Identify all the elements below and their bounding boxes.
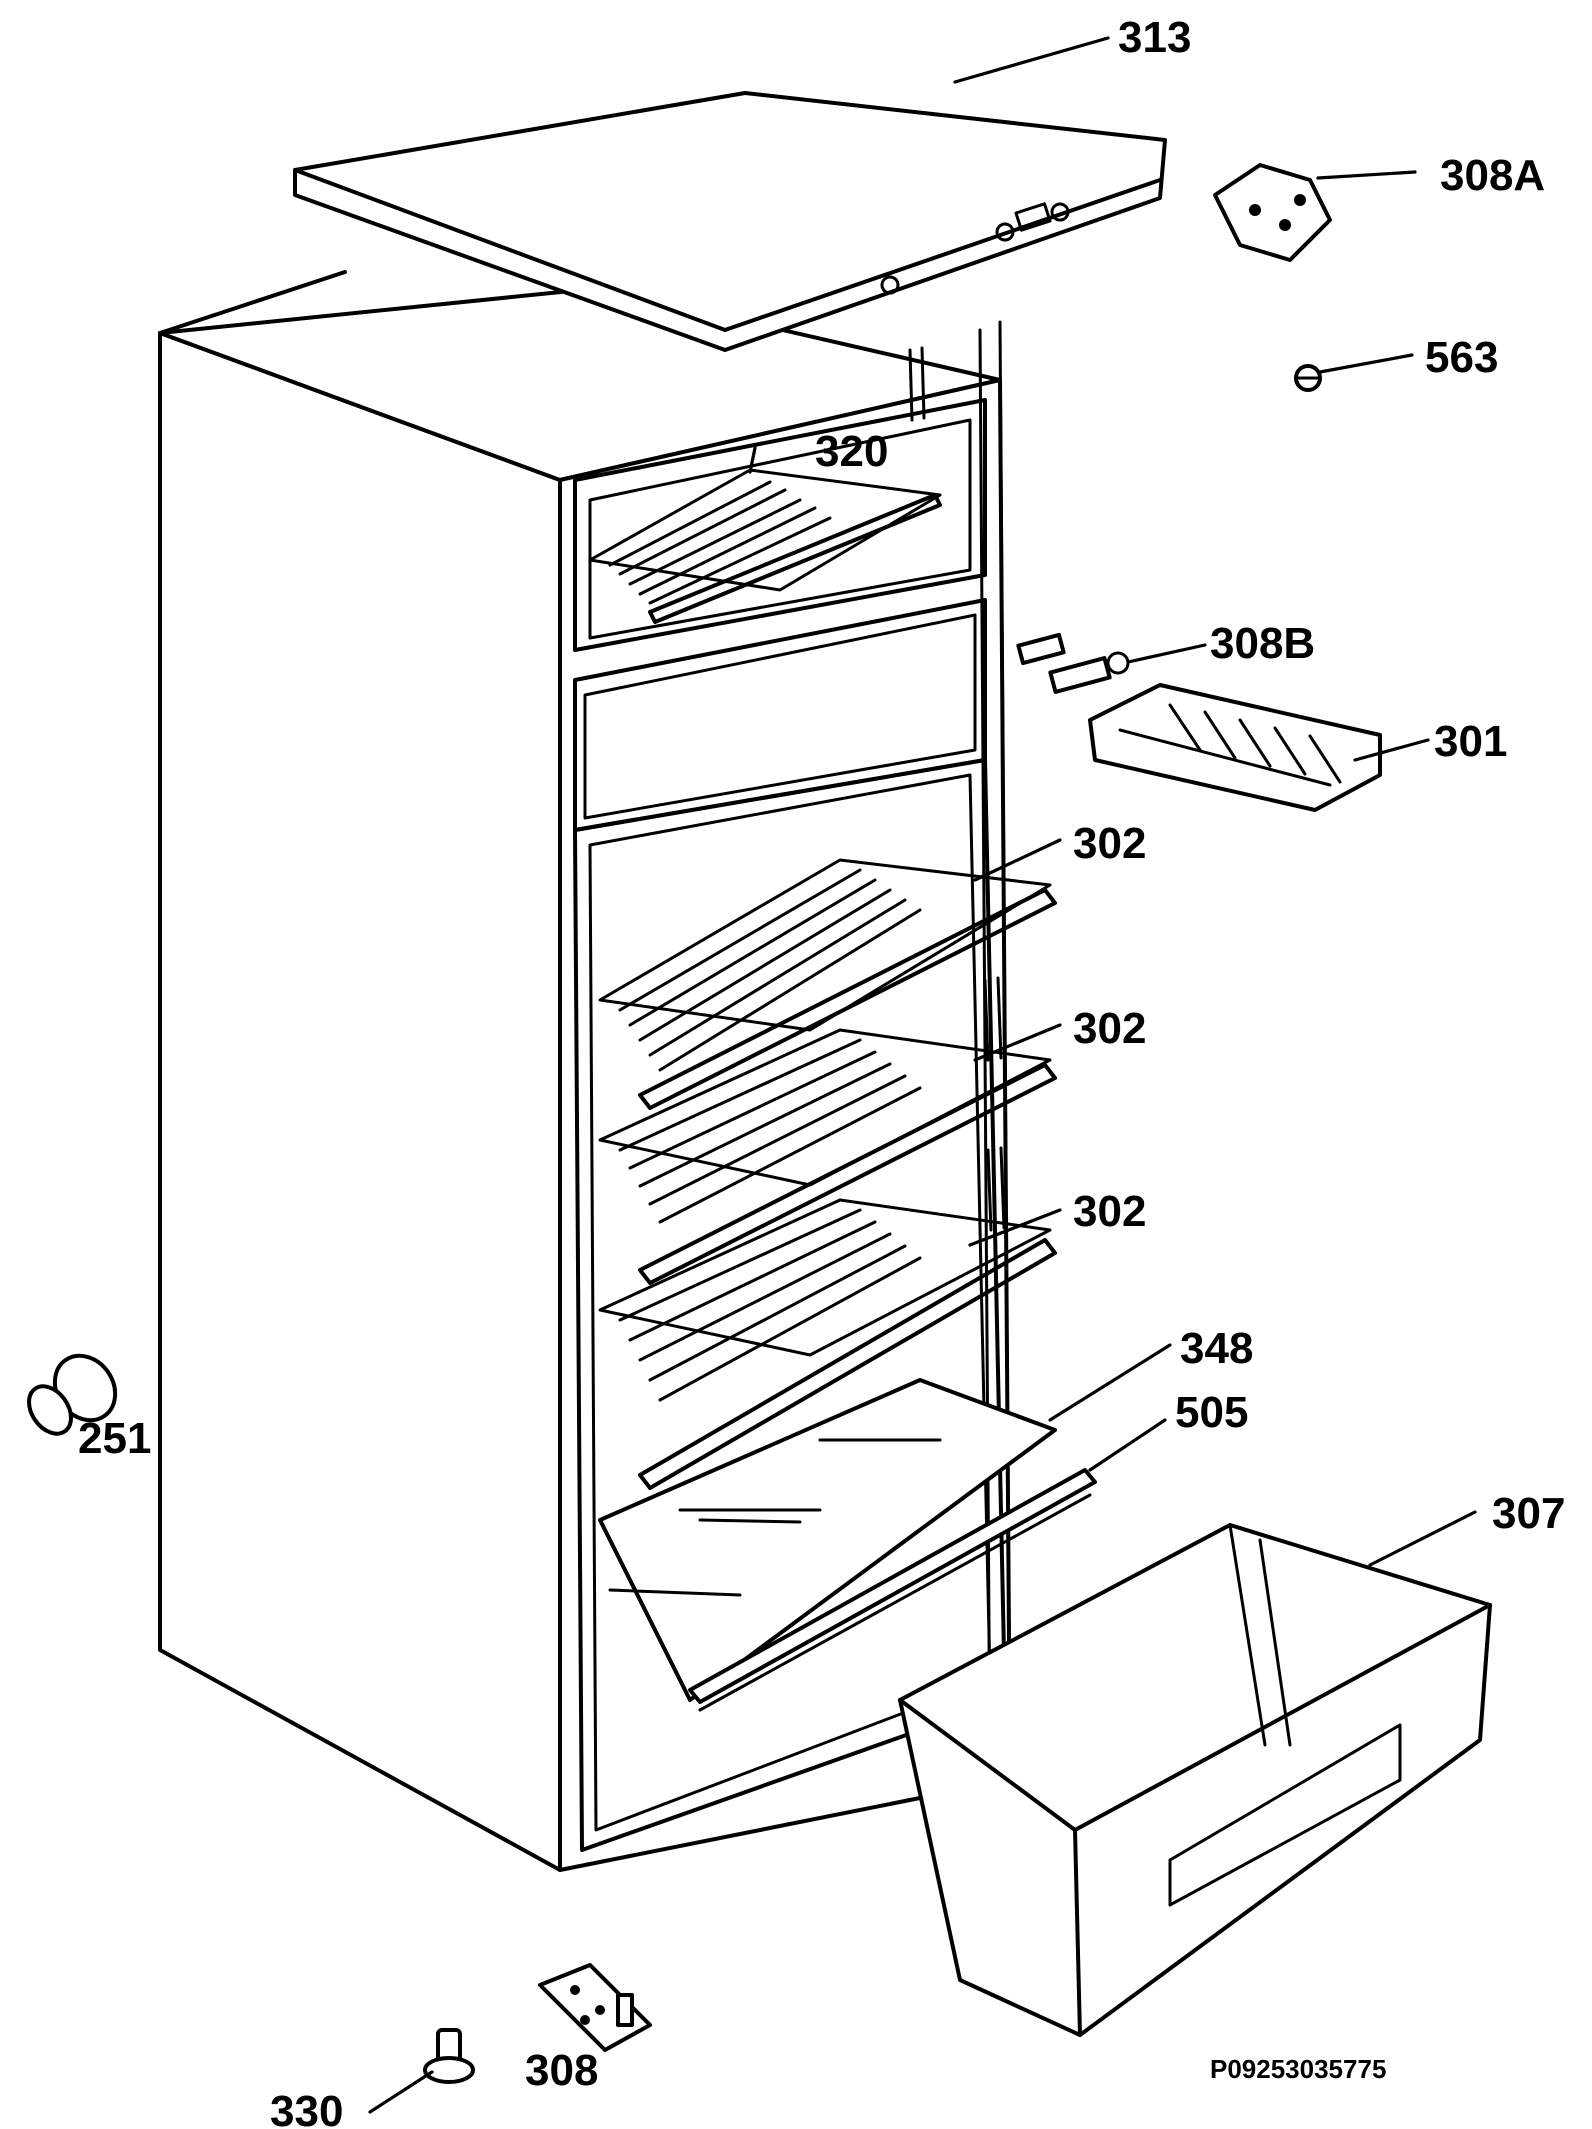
label-302-middle: 302 bbox=[1073, 1004, 1146, 1053]
ice-cube-tray bbox=[1088, 683, 1382, 812]
label-505: 505 bbox=[1175, 1388, 1248, 1437]
wire-shelf-2 bbox=[598, 1028, 1057, 1285]
reference-code: P09253035775 bbox=[1210, 2054, 1386, 2084]
crisper-rail bbox=[688, 1468, 1097, 1712]
label-313: 313 bbox=[1118, 13, 1191, 62]
label-563: 563 bbox=[1425, 333, 1498, 382]
adjustable-foot bbox=[423, 2028, 475, 2084]
glass-crisper-cover bbox=[598, 1378, 1057, 1702]
label-301: 301 bbox=[1434, 717, 1507, 766]
cabinet-body bbox=[158, 270, 1012, 1872]
screw-563 bbox=[1294, 364, 1322, 392]
wire-shelf-3 bbox=[598, 1198, 1057, 1490]
label-348: 348 bbox=[1180, 1324, 1253, 1373]
label-308: 308 bbox=[525, 2046, 598, 2095]
leader-lines bbox=[368, 36, 1477, 2114]
freezer-wire-shelf bbox=[588, 468, 942, 624]
label-251: 251 bbox=[78, 1414, 151, 1463]
top-cover bbox=[293, 91, 1167, 352]
label-308b: 308B bbox=[1210, 619, 1315, 668]
top-hinge bbox=[1213, 163, 1332, 262]
label-308a: 308A bbox=[1440, 151, 1545, 200]
middle-hinge bbox=[1016, 632, 1130, 694]
label-302-upper: 302 bbox=[1073, 819, 1146, 868]
label-307: 307 bbox=[1492, 1489, 1565, 1538]
part-labels: 313 308A 563 320 308B 301 302 302 302 34… bbox=[78, 13, 1565, 2129]
wire-shelf-1 bbox=[598, 858, 1057, 1110]
label-330: 330 bbox=[270, 2087, 343, 2129]
crisper-drawer bbox=[898, 1523, 1492, 2037]
roller bbox=[27, 1353, 118, 1436]
bottom-hinge bbox=[538, 1963, 652, 2052]
label-320: 320 bbox=[815, 427, 888, 476]
label-302-lower: 302 bbox=[1073, 1187, 1146, 1236]
